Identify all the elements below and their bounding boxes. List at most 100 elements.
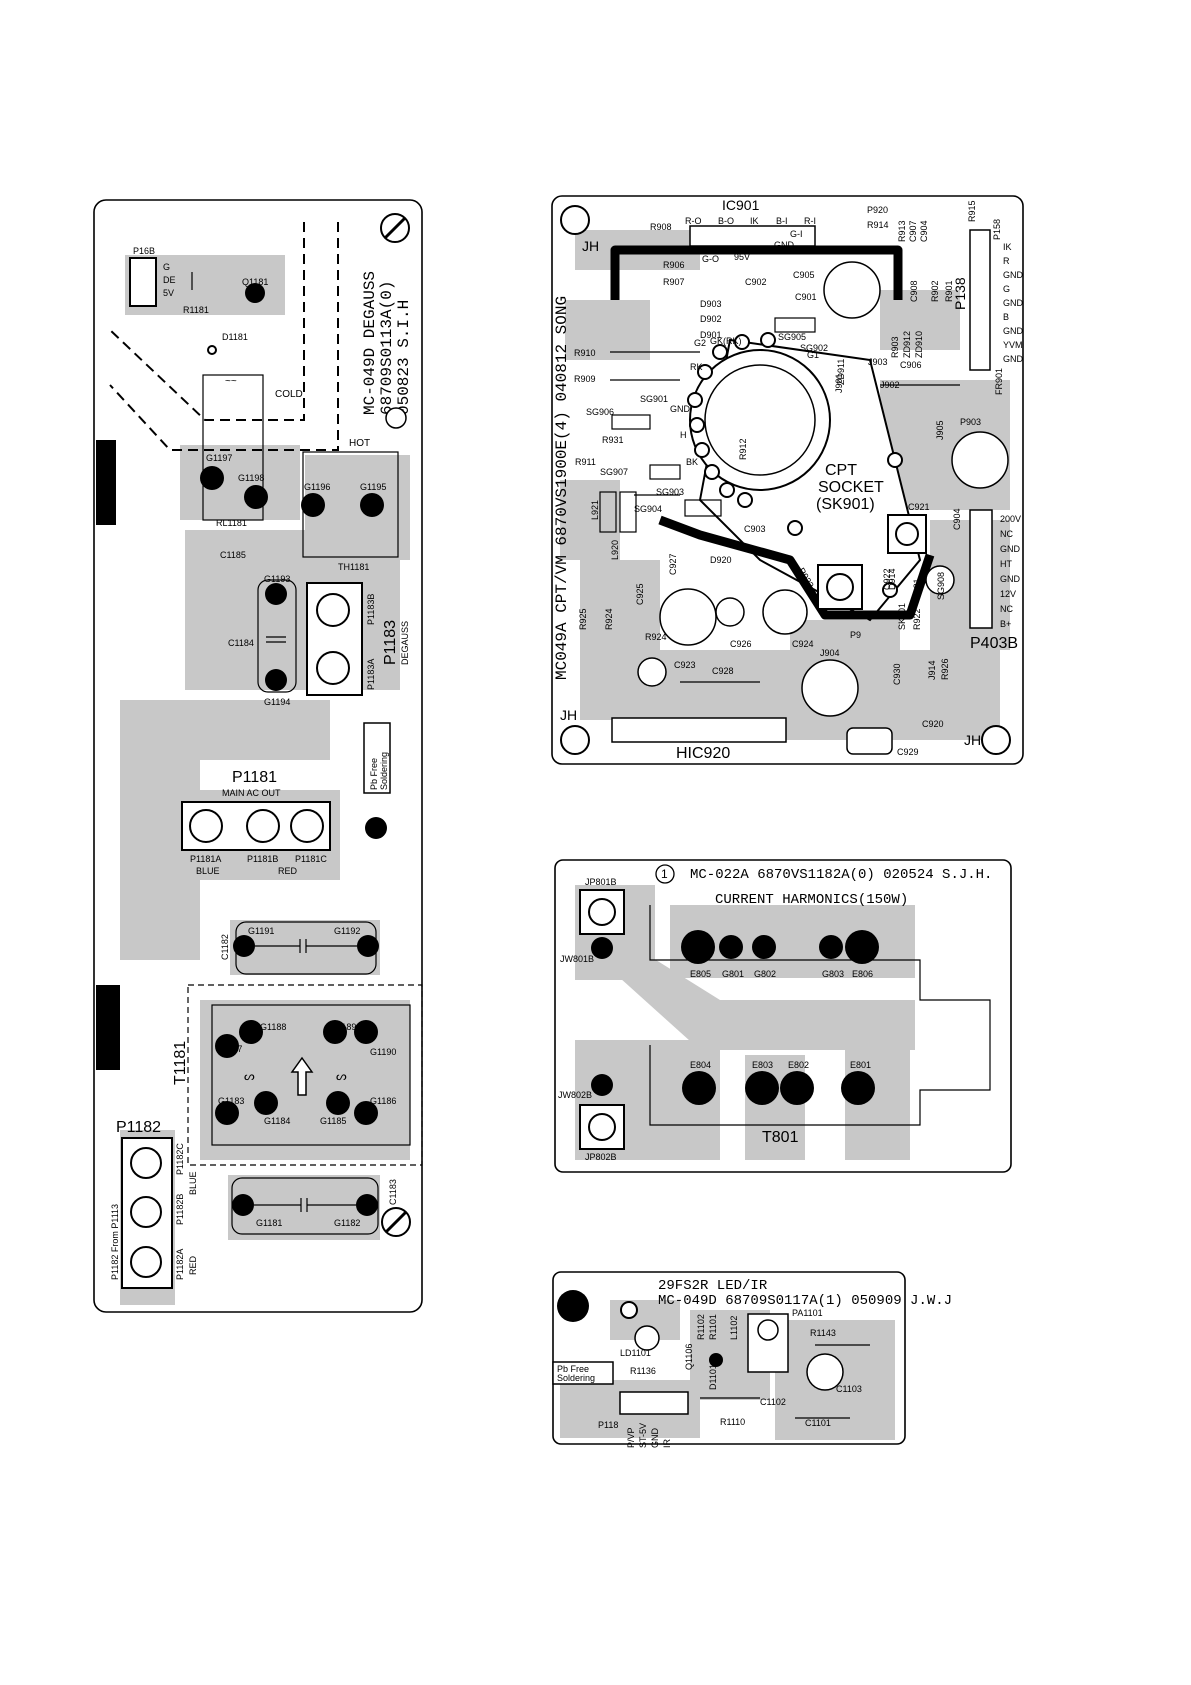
screw-icon [381,1207,411,1237]
svg-text:GK(RK): GK(RK) [710,336,742,346]
svg-text:R1102: R1102 [696,1314,706,1340]
svg-text:J914: J914 [927,660,937,680]
svg-text:C922: C922 [882,568,892,590]
svg-text:B-O: B-O [718,216,734,226]
transistor-q1181 [245,283,265,303]
svg-text:R922: R922 [912,608,922,630]
fiducial-mark [385,407,407,429]
svg-text:GND: GND [1000,574,1021,584]
socket-pins [687,332,903,598]
svg-text:C924: C924 [792,639,814,649]
svg-text:YVM: YVM [1003,340,1023,350]
svg-text:R1110: R1110 [720,1417,745,1427]
svg-text:R902: R902 [930,280,940,302]
svg-text:SK901: SK901 [897,603,907,630]
svg-text:J905: J905 [935,420,945,440]
svg-text:R913: R913 [897,220,907,242]
svg-text:C902: C902 [745,277,767,287]
cpt-side-title: MC049A CPT/VM 6870VS1900E(4) 040812 SONG [553,296,571,680]
svg-text:E803: E803 [752,1060,773,1070]
harmonics-board: 1 MC-022A 6870VS1182A(0) 020524 S.J.H. C… [554,859,1012,1173]
svg-text:D901: D901 [700,330,722,340]
svg-text:C1182: C1182 [220,934,230,960]
svg-text:G1186: G1186 [370,1096,396,1106]
svg-text:CPT: CPT [825,462,857,479]
svg-text:G801: G801 [722,969,744,979]
svg-text:R901: R901 [944,280,954,302]
svg-text:P9: P9 [850,630,861,640]
svg-text:G803: G803 [822,969,844,979]
svg-text:T801: T801 [762,1129,799,1146]
svg-text:NC: NC [1000,604,1013,614]
svg-text:L1102: L1102 [729,1316,739,1340]
svg-text:050823 S.I.H: 050823 S.I.H [395,300,413,415]
svg-text:HOT: HOT [349,438,370,449]
svg-text:RED: RED [278,866,298,876]
svg-text:MAIN AC OUT: MAIN AC OUT [222,788,281,798]
svg-text:G1198: G1198 [238,473,264,483]
svg-text:R921: R921 [912,578,922,600]
svg-text:C927: C927 [668,553,678,575]
svg-text:C904: C904 [919,220,929,242]
svg-text:H: H [680,430,687,440]
svg-text:MC-049D DEGAUSS: MC-049D DEGAUSS [361,271,379,415]
pb-free-mark [363,722,391,794]
svg-text:G1190: G1190 [370,1047,396,1057]
svg-text:C926: C926 [730,639,752,649]
svg-text:Soldering: Soldering [557,1373,595,1383]
hic920 [611,717,787,743]
svg-text:J903: J903 [868,357,888,367]
svg-text:GND: GND [1003,354,1024,364]
svg-text:RL1181: RL1181 [216,518,247,528]
svg-text:95V: 95V [734,252,750,262]
svg-text:R908: R908 [650,222,672,232]
svg-text:C1183: C1183 [388,1179,398,1205]
svg-text:B-I: B-I [776,216,788,226]
svg-text:ZD910: ZD910 [914,331,924,358]
svg-text:G1194: G1194 [264,697,290,707]
svg-text:R909: R909 [574,374,596,384]
svg-text:G1195: G1195 [360,482,386,492]
svg-text:P1181B: P1181B [247,854,278,864]
svg-text:C1103: C1103 [836,1384,862,1394]
svg-text:MC049A CPT/VM 6870VS1900E(4): MC049A CPT/VM 6870VS1900E(4) 040812 SONG [553,296,571,680]
svg-text:200V: 200V [1000,514,1021,524]
svg-text:ST-5V: ST-5V [638,1423,648,1448]
svg-text:G802: G802 [754,969,776,979]
ground-mark [365,817,387,839]
svg-text:P903: P903 [960,417,981,427]
svg-text:P1182B: P1182B [175,1194,185,1225]
svg-text:R924: R924 [604,608,614,630]
mounting-hole [560,205,590,235]
svg-text:ZD911: ZD911 [836,359,846,385]
hot-boundary [109,222,339,451]
svg-text:68709S0113A(0): 68709S0113A(0) [378,281,396,415]
svg-text:Pb Free: Pb Free [369,758,379,790]
svg-text:SG901: SG901 [640,394,668,404]
svg-text:ᔕ: ᔕ [244,1069,255,1083]
svg-text:G1196: G1196 [304,482,330,492]
connector-p16b [129,257,157,307]
svg-text:G: G [163,262,170,272]
svg-text:E802: E802 [788,1060,809,1070]
svg-text:BLUE: BLUE [188,1171,198,1195]
cpt-part-labels: R908 R906 R907 C902 C905 C901 D903 D902 … [574,205,981,757]
svg-text:G1188: G1188 [260,1022,286,1032]
svg-text:C923: C923 [674,660,696,670]
svg-text:Q1181: Q1181 [242,277,268,287]
svg-text:G1189: G1189 [330,1022,356,1032]
svg-text:R912: R912 [738,438,748,460]
svg-text:J901: J901 [834,373,844,393]
svg-text:G1191: G1191 [248,926,274,936]
svg-text:G1192: G1192 [334,926,360,936]
svg-text:HIC920: HIC920 [676,745,730,762]
svg-text:MC-049D 68709S0117A(1) 050909: MC-049D 68709S0117A(1) 050909 J.W.J [658,1293,952,1309]
svg-text:Q1106: Q1106 [684,1344,694,1370]
svg-text:LD1101: LD1101 [620,1348,651,1358]
svg-text:ᔕ: ᔕ [336,1069,347,1083]
transformer-t1181-area [187,984,423,1166]
svg-text:R925: R925 [578,608,588,630]
svg-text:D1181: D1181 [222,332,248,342]
svg-text:GND: GND [1003,326,1024,336]
svg-text:P1182: P1182 [116,1119,161,1136]
